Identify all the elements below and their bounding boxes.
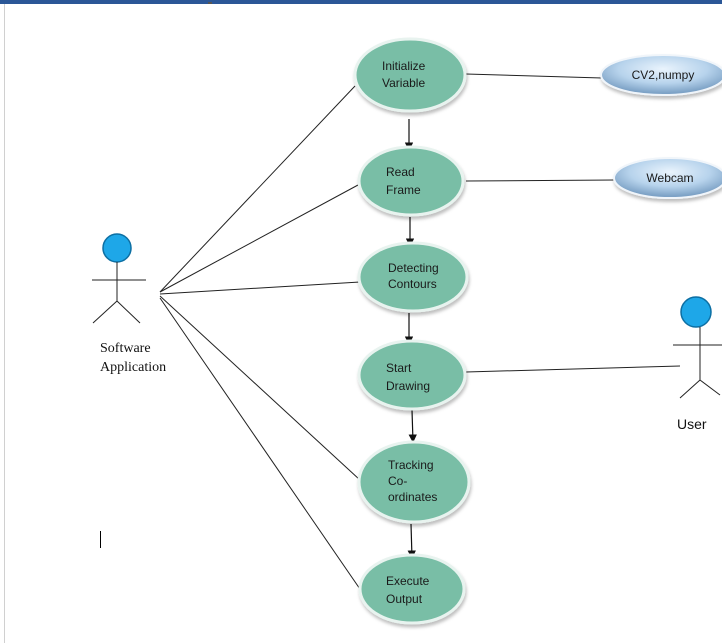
assoc-track bbox=[159, 295, 361, 481]
flow-arrow-4 bbox=[408, 409, 417, 443]
uc-label-detect-2: Contours bbox=[388, 277, 437, 291]
use-case-execute[interactable] bbox=[358, 553, 466, 625]
assoc-execute bbox=[159, 297, 363, 593]
uc-label-read-2: Frame bbox=[386, 183, 421, 197]
actor-head-icon bbox=[102, 233, 132, 263]
use-case-initialize[interactable] bbox=[353, 37, 467, 113]
use-case-draw[interactable] bbox=[357, 339, 467, 411]
flow-arrow-5 bbox=[407, 523, 416, 559]
uc-label-detect-1: Detecting bbox=[388, 261, 439, 275]
uc-label-track-2: Co- bbox=[388, 474, 407, 488]
use-case-detect[interactable] bbox=[357, 241, 469, 313]
stick-figure-icon bbox=[92, 262, 146, 324]
actor-head-icon bbox=[680, 296, 712, 328]
actor-user[interactable] bbox=[673, 296, 722, 399]
page-left-edge bbox=[4, 4, 5, 643]
assoc-webcam bbox=[465, 179, 616, 182]
assoc-detect bbox=[159, 281, 361, 295]
text-cursor bbox=[100, 531, 101, 548]
actor-software-application[interactable] bbox=[92, 233, 146, 324]
uc-label-track-1: Tracking bbox=[388, 458, 434, 472]
uc-label-draw-1: Start bbox=[386, 361, 412, 375]
window-title-bar bbox=[0, 0, 722, 4]
actor-label-software-2: Application bbox=[100, 360, 166, 375]
system-label-webcam: Webcam bbox=[646, 171, 693, 185]
system-libs[interactable] bbox=[600, 54, 722, 96]
uc-label-read-1: Read bbox=[386, 165, 415, 179]
actor-associations bbox=[159, 73, 681, 593]
system-label-libs: CV2,numpy bbox=[632, 68, 695, 82]
assoc-read bbox=[159, 184, 359, 293]
actor-label-user: User bbox=[677, 416, 707, 432]
uc-label-initialize-2: Variable bbox=[382, 76, 425, 90]
assoc-libs bbox=[465, 73, 603, 79]
uc-label-initialize-1: Initialize bbox=[382, 59, 426, 73]
actor-label-software-1: Software bbox=[100, 341, 151, 356]
use-case-track[interactable] bbox=[357, 440, 471, 524]
flow-arrows bbox=[404, 119, 417, 559]
uc-label-execute-1: Execute bbox=[386, 574, 430, 588]
system-webcam[interactable] bbox=[613, 157, 722, 199]
ruler-mark bbox=[208, 2, 212, 4]
uc-label-track-3: ordinates bbox=[388, 490, 437, 504]
assoc-initialize bbox=[159, 85, 356, 293]
uc-label-execute-2: Output bbox=[386, 592, 423, 606]
assoc-user-draw bbox=[465, 365, 681, 373]
use-case-read[interactable] bbox=[357, 145, 465, 217]
uc-label-draw-2: Drawing bbox=[386, 379, 430, 393]
stick-figure-icon bbox=[673, 327, 722, 399]
